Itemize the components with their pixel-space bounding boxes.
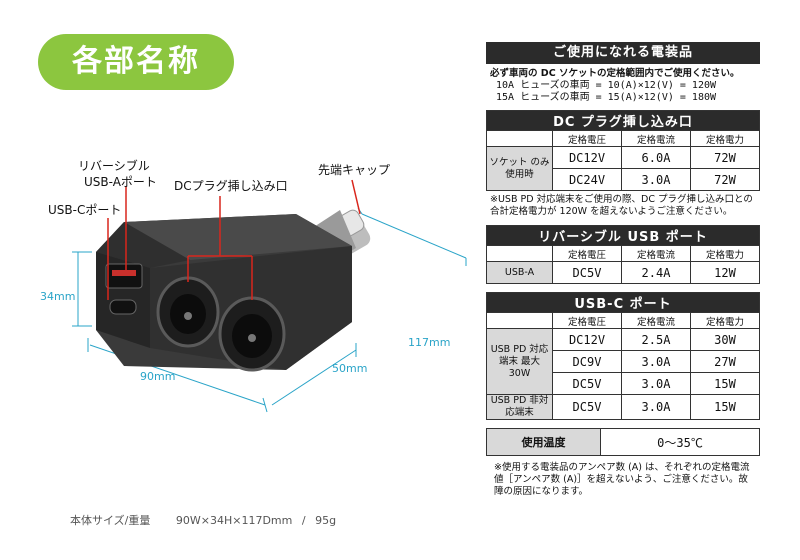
label-dc-plug: DCプラグ挿し込み口	[174, 179, 288, 193]
col-power: 定格電力	[690, 312, 760, 329]
temperature-label: 使用温度	[487, 429, 601, 455]
col-voltage: 定格電圧	[552, 245, 622, 262]
dc-plug-table: DC プラグ挿し込み口 定格電圧 定格電流 定格電力 ソケット のみ使用時 DC…	[486, 110, 760, 191]
table-cell: DC12V	[552, 328, 622, 351]
dim-width: 90mm	[140, 370, 176, 383]
usage-line-3: 15A ヒューズの車両 = 15(A)×12(V) = 180W	[496, 92, 717, 103]
table-cell: 3.0A	[621, 350, 691, 373]
section-title: 各部名称	[38, 34, 234, 90]
product-spec-line: 本体サイズ/重量 90W×34H×117Dmm / 95g	[70, 512, 358, 528]
table-cell: DC24V	[552, 168, 622, 191]
table-cell: 72W	[690, 168, 760, 191]
usb-c-pd-label: USB PD 対応端末 最大 30W	[486, 328, 553, 395]
table-cell: DC5V	[552, 394, 622, 420]
table-cell: DC5V	[552, 261, 622, 284]
col-voltage: 定格電圧	[552, 130, 622, 147]
table-cell: 15W	[690, 394, 760, 420]
table-cell: 3.0A	[621, 168, 691, 191]
footnote: ※使用する電装品のアンペア数 (A) は、それぞれの定格電流値［アンペア数 (A…	[494, 462, 750, 497]
usage-header: ご使用になれる電装品	[486, 42, 760, 64]
table-cell: DC5V	[552, 372, 622, 395]
col-current: 定格電流	[621, 312, 691, 329]
table-cell: 12W	[690, 261, 760, 284]
spec-weight: 95g	[315, 514, 337, 527]
usb-c-table: USB-C ポート 定格電圧 定格電流 定格電力 USB PD 対応端末 最大 …	[486, 292, 760, 420]
label-usb-a-line2: USB-Aポート	[84, 175, 157, 189]
table-cell: DC9V	[552, 350, 622, 373]
table-cell: DC12V	[552, 146, 622, 169]
usage-line-2: 10A ヒューズの車両 = 10(A)×12(V) = 120W	[496, 80, 717, 91]
usb-c-port	[109, 299, 137, 315]
spec-sep: /	[301, 514, 306, 527]
usb-a-row-label: USB-A	[486, 261, 553, 284]
temperature-value: 0〜35℃	[657, 435, 703, 450]
table-cell: 2.5A	[621, 328, 691, 351]
usage-line-1: 必ず車両の DC ソケットの定格範囲内でご使用ください。	[490, 68, 740, 79]
dim-length: 117mm	[408, 336, 451, 349]
col-power: 定格電力	[690, 245, 760, 262]
spec-size: 90W×34H×117Dmm	[175, 514, 293, 527]
dim-depth: 50mm	[332, 362, 368, 375]
usb-c-table-title: USB-C ポート	[486, 292, 760, 313]
label-usb-c: USB-Cポート	[48, 203, 122, 217]
table-cell: 15W	[690, 372, 760, 395]
usage-intro: 必ず車両の DC ソケットの定格範囲内でご使用ください。 10A ヒューズの車両…	[486, 64, 760, 106]
dim-height: 34mm	[40, 290, 76, 303]
table-cell: 3.0A	[621, 372, 691, 395]
usb-a-table-title: リバーシブル USB ポート	[486, 225, 760, 246]
dc-socket-2	[218, 296, 286, 372]
table-cell: 27W	[690, 350, 760, 373]
table-cell: 3.0A	[621, 394, 691, 420]
col-power: 定格電力	[690, 130, 760, 147]
usb-c-nonpd-label: USB PD 非対応端末	[486, 394, 553, 420]
label-tip-cap: 先端キャップ	[318, 163, 391, 177]
dc-row-label: ソケット のみ使用時	[486, 146, 553, 191]
col-current: 定格電流	[621, 130, 691, 147]
table-cell: 30W	[690, 328, 760, 351]
dc-table-title: DC プラグ挿し込み口	[486, 110, 760, 131]
temperature-row: 使用温度 0〜35℃	[486, 428, 760, 456]
callout-lines	[107, 179, 361, 300]
dc-socket-1	[156, 276, 220, 348]
table-cell: 6.0A	[621, 146, 691, 169]
label-usb-a-line1: リバーシブル	[78, 159, 150, 173]
dc-table-note: ※USB PD 対応端末をご使用の際、DC プラグ挿し込み口との合計定格電力が …	[490, 194, 753, 217]
product-illustration	[72, 179, 467, 413]
spec-label: 本体サイズ/重量	[70, 514, 151, 527]
col-current: 定格電流	[621, 245, 691, 262]
col-voltage: 定格電圧	[552, 312, 622, 329]
spec-panel: ご使用になれる電装品 必ず車両の DC ソケットの定格範囲内でご使用ください。 …	[486, 42, 760, 498]
table-cell: 72W	[690, 146, 760, 169]
table-cell: 2.4A	[621, 261, 691, 284]
usb-a-table: リバーシブル USB ポート 定格電圧 定格電流 定格電力 USB-A DC5V…	[486, 225, 760, 284]
